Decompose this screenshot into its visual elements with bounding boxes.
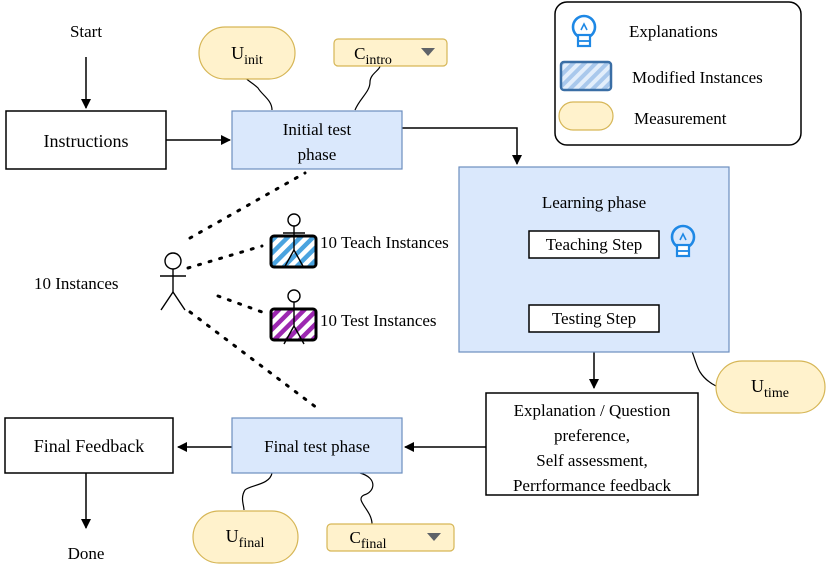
final-test-label: Final test phase — [264, 437, 370, 456]
final-test-phase-box — [231, 417, 403, 474]
feedback-line1: Explanation / Question — [514, 401, 671, 420]
triangle-down-icon[interactable] — [421, 48, 435, 56]
c-intro-dropdown[interactable] — [333, 38, 448, 67]
legend-modified-instances: Modified Instances — [632, 68, 763, 87]
u-init-label: Uinit — [231, 43, 263, 68]
u-init-measurement — [198, 26, 296, 80]
test-instances-label: 10 Test Instances — [320, 311, 437, 330]
initial-test-label-line1: Initial test — [283, 120, 352, 139]
testing-step-label: Testing Step — [552, 309, 636, 328]
final-feedback-label: Final Feedback — [34, 436, 144, 456]
initial-test-phase-box — [231, 110, 403, 170]
done-label: Done — [68, 544, 105, 563]
learning-phase-label: Learning phase — [542, 193, 646, 212]
feedback-line2: preference, — [554, 426, 630, 445]
testing-step-box — [528, 304, 660, 333]
teaching-step-box — [528, 230, 660, 259]
teach-instances-label: 10 Teach Instances — [320, 233, 449, 252]
initial-test-label-line2: phase — [298, 145, 337, 164]
legend-measurement: Measurement — [634, 109, 727, 128]
instructions-label: Instructions — [44, 131, 129, 151]
lightbulb-icon — [670, 224, 696, 258]
feedback-line4: Perrformance feedback — [513, 476, 672, 495]
start-label: Start — [70, 22, 102, 41]
lightbulb-icon — [571, 14, 597, 48]
u-final-label: Ufinal — [226, 526, 265, 551]
instances-total-label: 10 Instances — [34, 274, 119, 293]
feedback-line3: Self assessment, — [536, 451, 647, 470]
teach-instance-icon — [269, 213, 318, 269]
modified-instance-swatch — [559, 60, 613, 92]
c-intro-label: Cintro — [354, 44, 392, 68]
instructions-box — [5, 110, 167, 170]
legend-explanations: Explanations — [629, 22, 718, 41]
u-time-label: Utime — [751, 376, 789, 401]
c-final-dropdown[interactable] — [326, 523, 455, 552]
c-final-label: Cfinal — [350, 528, 387, 552]
u-final-measurement — [192, 510, 299, 564]
u-time-measurement — [715, 360, 826, 414]
stick-figure-icon — [160, 252, 186, 311]
test-instance-icon — [269, 289, 318, 345]
triangle-down-icon[interactable] — [427, 533, 441, 541]
legend-box — [554, 1, 802, 146]
teaching-step-label: Teaching Step — [546, 235, 643, 254]
measurement-swatch — [558, 101, 614, 131]
feedback-questionnaire-box — [485, 392, 699, 496]
final-feedback-box — [4, 417, 174, 474]
